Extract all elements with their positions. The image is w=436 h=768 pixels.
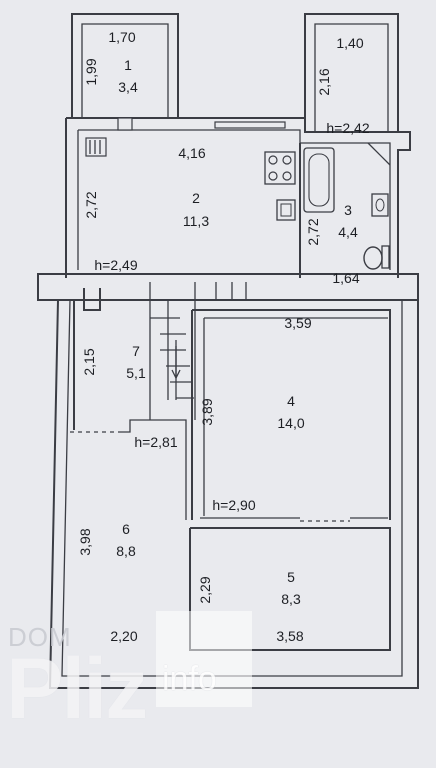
- room-1-number: 1: [124, 57, 132, 73]
- radiator-icon: [85, 137, 107, 157]
- washbasin-icon: [371, 193, 389, 217]
- room-4-number: 4: [287, 393, 295, 409]
- sink-icon: [276, 199, 296, 221]
- partition-3-diagonal: [367, 142, 391, 166]
- room-5-walls: [189, 527, 391, 651]
- ceiling-height-left: h=2,81: [134, 434, 177, 450]
- room-1-area: 3,4: [118, 79, 138, 95]
- room-6-width: 2,20: [110, 628, 137, 644]
- room-1-inner-line: [81, 23, 169, 118]
- room-6-height: 3,98: [77, 528, 93, 555]
- window-mark: [117, 117, 133, 131]
- room-6-area: 8,8: [116, 543, 136, 559]
- upper-block-inner-line: [77, 129, 391, 270]
- room-1-walls: [71, 13, 179, 118]
- room-4-walls: [191, 309, 391, 520]
- ceiling-height-top-right: h=2,42: [326, 120, 369, 136]
- room-5-height: 2,29: [197, 576, 213, 603]
- room-1-height: 1,99: [83, 58, 99, 85]
- watermark-pliz: Pliz: [6, 641, 148, 737]
- toilet-icon: [363, 245, 390, 270]
- watermark-info: info: [162, 660, 217, 698]
- watermark-dom: DOM: [8, 622, 72, 652]
- room-4-width: 3,59: [284, 315, 311, 331]
- room-5-number: 5: [287, 569, 295, 585]
- staircase-icon: [149, 282, 247, 420]
- room-6-number: 6: [122, 521, 130, 537]
- room-top-right-width: 1,40: [336, 35, 363, 51]
- room-5-area: 8,3: [281, 591, 301, 607]
- floor-slab: [37, 273, 419, 301]
- room-4-height: 3,89: [199, 398, 215, 425]
- room-6-7-partition: [120, 419, 187, 520]
- room-4-area: 14,0: [277, 415, 304, 431]
- room-top-right-inner-line: [314, 23, 389, 132]
- room-3-width: 1,64: [332, 270, 359, 286]
- room-7-number: 7: [132, 343, 140, 359]
- watermark-box: [156, 611, 252, 707]
- room-3-height: 2,72: [305, 218, 321, 245]
- room-top-right-height: 2,16: [316, 68, 332, 95]
- room-7-height: 2,15: [81, 348, 97, 375]
- room-2-area: 11,3: [183, 213, 209, 229]
- window-mark: [214, 121, 286, 129]
- ceiling-height-upper: h=2,49: [94, 257, 137, 273]
- bathtub-icon: [303, 147, 335, 213]
- room-3-number: 3: [344, 202, 352, 218]
- room-2-height: 2,72: [83, 191, 99, 218]
- room-top-right-walls: [304, 13, 399, 132]
- room-7-walls: [73, 288, 101, 430]
- room-1-width: 1,70: [108, 29, 135, 45]
- upper-block-walls: [65, 117, 411, 278]
- room-3-area: 4,4: [338, 224, 358, 240]
- stove-icon: [264, 151, 296, 185]
- room-2-width: 4,16: [178, 145, 205, 161]
- room-4-inner-line: [203, 317, 388, 516]
- room-5-width: 3,58: [276, 628, 303, 644]
- room-7-area: 5,1: [126, 365, 146, 381]
- ceiling-height-room-4: h=2,90: [212, 497, 255, 513]
- room-2-number: 2: [192, 190, 200, 206]
